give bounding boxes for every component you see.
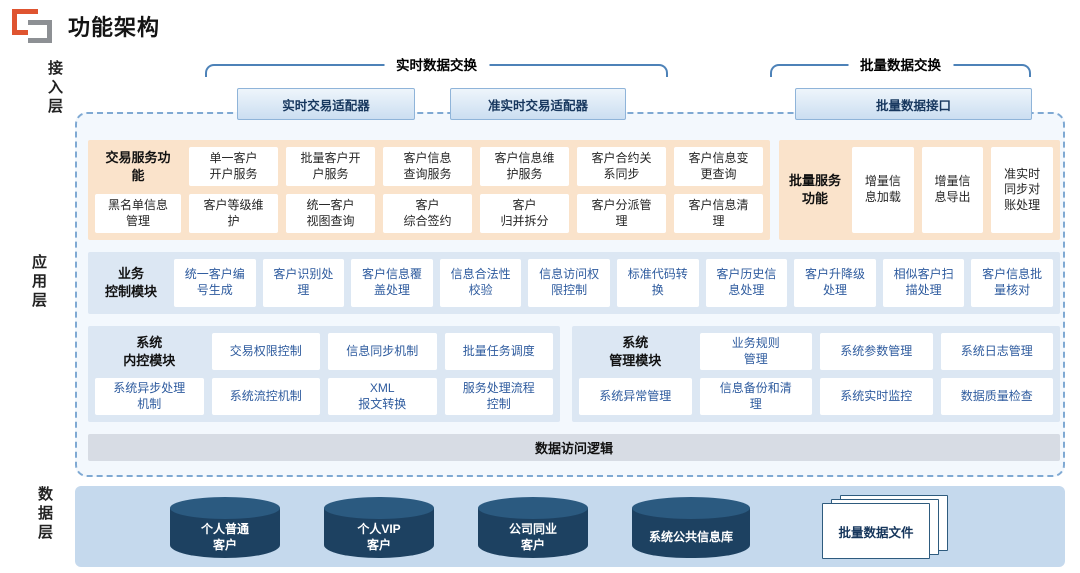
business-control-item: 客户信息覆 盖处理	[351, 259, 433, 307]
system-management-item: 系统日志管理	[940, 333, 1053, 370]
internal-control-item: 服务处理流程 控制	[444, 378, 553, 415]
internal-control-item: 信息同步机制	[328, 333, 437, 370]
system-management-grid: 系统 管理模块 业务规则 管理系统参数管理系统日志管理系统异常管理信息备份和清 …	[579, 333, 1053, 415]
logo-orange-bracket	[12, 9, 38, 35]
transaction-services-panel: 交易服务功 能 单一客户 开户服务批量客户开 户服务客户信息 查询服务客户信息维…	[88, 140, 770, 240]
internal-control-item: XML 报文转换	[328, 378, 437, 415]
business-control-grid: 业务 控制模块 统一客户编 号生成客户识别处 理客户信息覆 盖处理信息合法性 校…	[95, 259, 1053, 307]
transaction-service-item: 客户合约关 系同步	[577, 147, 666, 186]
transaction-service-item: 客户 综合签约	[383, 194, 472, 233]
transaction-service-item: 客户分派管 理	[577, 194, 666, 233]
batch-exchange-bracket: 批量数据交换	[770, 54, 1031, 77]
transaction-services-label: 交易服务功 能	[105, 149, 171, 183]
internal-control-item: 系统异步处理 机制	[95, 378, 204, 415]
business-control-item: 客户历史信 息处理	[705, 259, 788, 307]
layer-label-data: 数据层	[36, 486, 53, 543]
database-cylinder: 系统公共信息库	[632, 497, 750, 558]
system-management-item: 系统实时监控	[820, 378, 933, 415]
business-control-panel: 业务 控制模块 统一客户编 号生成客户识别处 理客户信息覆 盖处理信息合法性 校…	[88, 252, 1060, 314]
brand-logo-icon	[12, 8, 54, 44]
business-control-item: 客户信息批 量核对	[971, 259, 1053, 307]
business-control-item: 客户升降级 处理	[794, 259, 876, 307]
batch-services-grid: 批量服务 功能 增量信 息加载增量信 息导出准实时 同步对 账处理	[786, 147, 1053, 233]
database-cylinder: 个人普通 客户	[170, 497, 280, 558]
batch-adapters: 批量数据接口	[795, 88, 1032, 120]
system-management-label: 系统 管理模块	[609, 334, 662, 368]
database-row: 个人普通 客户个人VIP 客户公司同业 客户系统公共信息库	[170, 497, 750, 558]
realtime-adapters: 实时交易适配器 准实时交易适配器	[237, 88, 626, 120]
transaction-service-item: 客户等级维 护	[189, 194, 278, 233]
realtime-exchange-bracket: 实时数据交换	[205, 54, 668, 77]
system-management-item: 数据质量检查	[940, 378, 1053, 415]
system-management-item: 信息备份和清 理	[699, 378, 812, 415]
file-sheet-front: 批量数据文件	[822, 503, 930, 559]
adapter-box: 实时交易适配器	[237, 88, 415, 120]
system-management-item: 业务规则 管理	[699, 333, 812, 370]
system-management-item: 系统参数管理	[820, 333, 933, 370]
business-control-item: 信息访问权 限控制	[528, 259, 610, 307]
system-management-panel: 系统 管理模块 业务规则 管理系统参数管理系统日志管理系统异常管理信息备份和清 …	[572, 326, 1060, 422]
system-management-item: 系统异常管理	[579, 378, 692, 415]
title-bar: 功能架构	[12, 8, 160, 44]
transaction-service-item: 客户信息清 理	[674, 194, 763, 233]
business-control-item: 客户识别处 理	[262, 259, 345, 307]
internal-control-item: 交易权限控制	[211, 333, 320, 370]
transaction-service-item: 黑名单信息 管理	[95, 194, 181, 233]
business-control-item: 信息合法性 校验	[439, 259, 522, 307]
adapter-box: 准实时交易适配器	[450, 88, 626, 120]
data-access-logic-bar: 数据访问逻辑	[88, 434, 1060, 461]
business-control-item: 相似客户扫 描处理	[882, 259, 965, 307]
transaction-service-item: 单一客户 开户服务	[189, 147, 278, 186]
transaction-service-item: 客户信息变 更查询	[674, 147, 763, 186]
business-control-item: 统一客户编 号生成	[174, 259, 256, 307]
batch-exchange-label: 批量数据交换	[848, 54, 953, 74]
business-control-label: 业务 控制模块	[104, 266, 157, 299]
batch-services-panel: 批量服务 功能 增量信 息加载增量信 息导出准实时 同步对 账处理	[779, 140, 1060, 240]
page-title: 功能架构	[68, 15, 161, 40]
batch-data-files-label: 批量数据文件	[838, 525, 914, 540]
system-internal-control-grid: 系统 内控模块 交易权限控制信息同步机制批量任务调度系统异步处理 机制系统流控机…	[95, 333, 553, 415]
transaction-service-item: 批量客户开 户服务	[286, 147, 375, 186]
database-cylinder: 个人VIP 客户	[324, 497, 434, 558]
transaction-services-grid: 交易服务功 能 单一客户 开户服务批量客户开 户服务客户信息 查询服务客户信息维…	[95, 147, 763, 233]
system-internal-control-label: 系统 内控模块	[123, 334, 176, 368]
transaction-service-item: 客户信息 查询服务	[383, 147, 472, 186]
layer-label-access: 接入层	[46, 60, 63, 117]
realtime-exchange-label: 实时数据交换	[384, 54, 489, 74]
layer-label-application: 应用层	[30, 254, 47, 311]
transaction-service-item: 客户信息维 护服务	[480, 147, 569, 186]
batch-services-label: 批量服务 功能	[788, 173, 841, 206]
batch-data-files: 批量数据文件	[822, 495, 954, 561]
adapter-box: 批量数据接口	[795, 88, 1032, 120]
batch-service-item: 增量信 息导出	[921, 147, 984, 233]
batch-service-item: 准实时 同步对 账处理	[991, 147, 1053, 233]
business-control-item: 标准代码转 换	[616, 259, 699, 307]
internal-control-item: 系统流控机制	[211, 378, 320, 415]
transaction-service-item: 统一客户 视图查询	[286, 194, 375, 233]
database-cylinder: 公司同业 客户	[478, 497, 588, 558]
transaction-service-item: 客户 归并拆分	[480, 194, 569, 233]
logo-gray-bracket	[28, 20, 52, 43]
internal-control-item: 批量任务调度	[444, 333, 553, 370]
batch-service-item: 增量信 息加载	[852, 147, 914, 233]
system-internal-control-panel: 系统 内控模块 交易权限控制信息同步机制批量任务调度系统异步处理 机制系统流控机…	[88, 326, 560, 422]
